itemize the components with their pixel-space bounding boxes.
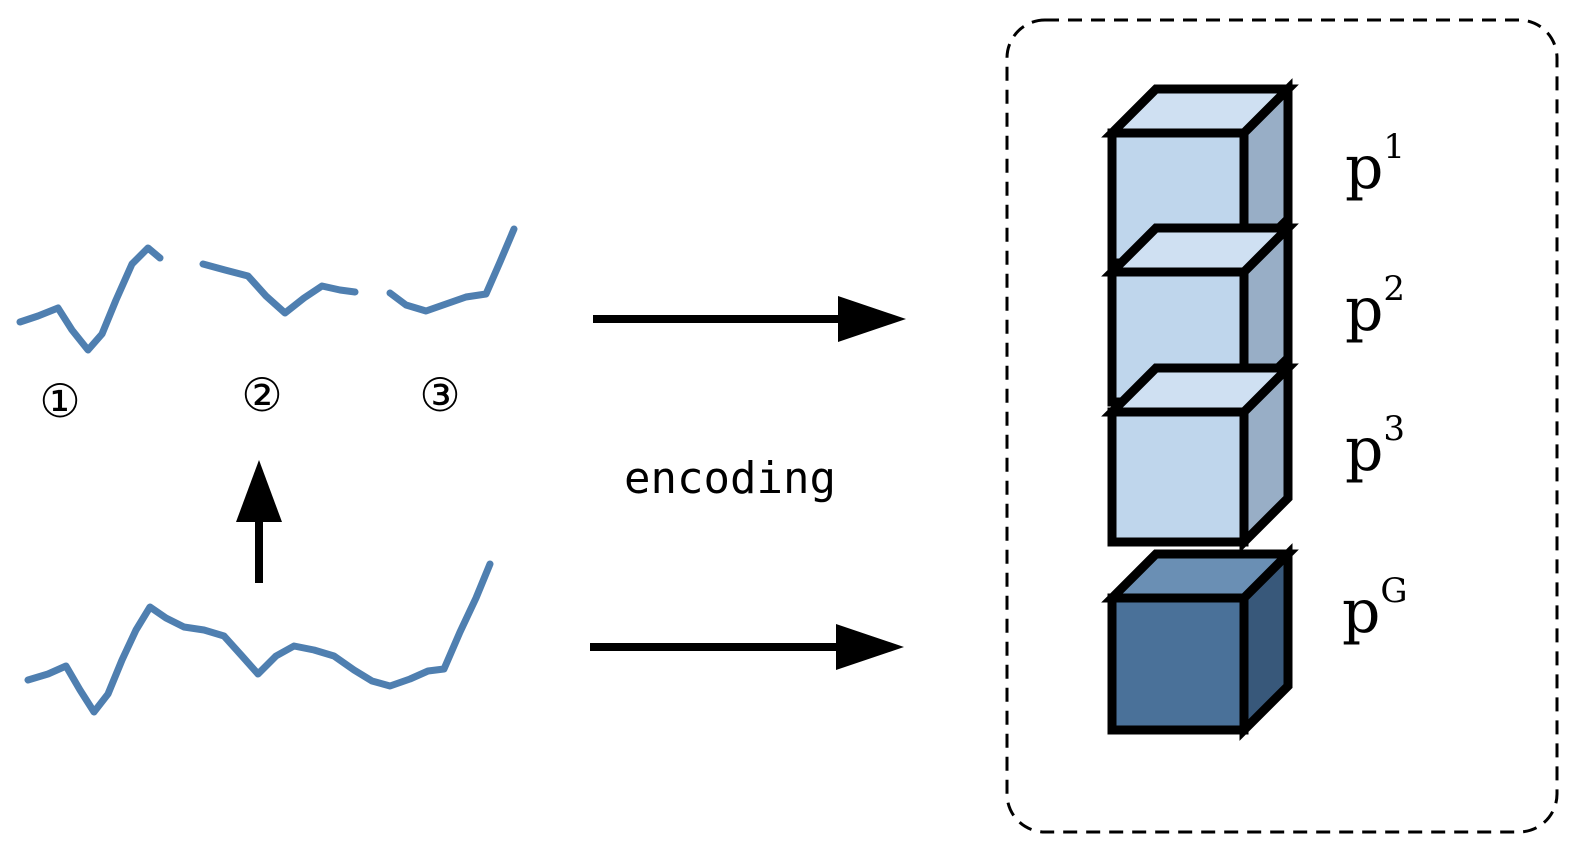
cube-label-base: p bbox=[1345, 133, 1383, 203]
global-cube bbox=[1101, 543, 1299, 741]
segment-3-number: ③ bbox=[419, 368, 460, 422]
arrow-right-icon bbox=[593, 296, 906, 342]
arrow-up-icon bbox=[236, 460, 282, 583]
cube-label-p1: p1 bbox=[1345, 127, 1405, 203]
encoded-output-frame bbox=[1005, 18, 1559, 834]
svg-text:p1: p1 bbox=[1345, 127, 1405, 203]
cube-label-superscript: G bbox=[1380, 571, 1407, 611]
cube-label-p2: p2 bbox=[1345, 269, 1405, 345]
segment-1-number: ① bbox=[39, 374, 80, 428]
cube-front-face bbox=[1107, 593, 1249, 735]
cube-label-superscript: 1 bbox=[1383, 127, 1405, 167]
svg-text:p3: p3 bbox=[1345, 409, 1405, 485]
cube-label-base: p bbox=[1342, 577, 1380, 647]
full-series-line bbox=[24, 560, 494, 716]
cube-label-superscript: 3 bbox=[1383, 409, 1405, 449]
svg-text:pG: pG bbox=[1342, 571, 1408, 647]
cube-stack bbox=[1101, 78, 1299, 741]
segment-cube-3 bbox=[1101, 357, 1299, 553]
segmented-series bbox=[16, 225, 518, 354]
encoding-label: encoding bbox=[624, 453, 836, 504]
segment-2-line bbox=[199, 260, 359, 317]
arrow-right-icon bbox=[590, 624, 904, 670]
cube-label-base: p bbox=[1345, 415, 1383, 485]
segment-3-line bbox=[386, 225, 518, 315]
segment-2-number: ② bbox=[241, 368, 282, 422]
cube-label-p3: p3 bbox=[1345, 409, 1405, 485]
svg-text:p2: p2 bbox=[1345, 269, 1405, 345]
cube-label-pG: pG bbox=[1342, 571, 1408, 647]
segment-cube-2 bbox=[1101, 217, 1299, 413]
cube-front-face bbox=[1107, 407, 1249, 547]
segment-1-line bbox=[16, 244, 164, 354]
cube-label-base: p bbox=[1345, 275, 1383, 345]
cube-label-superscript: 2 bbox=[1383, 269, 1405, 309]
